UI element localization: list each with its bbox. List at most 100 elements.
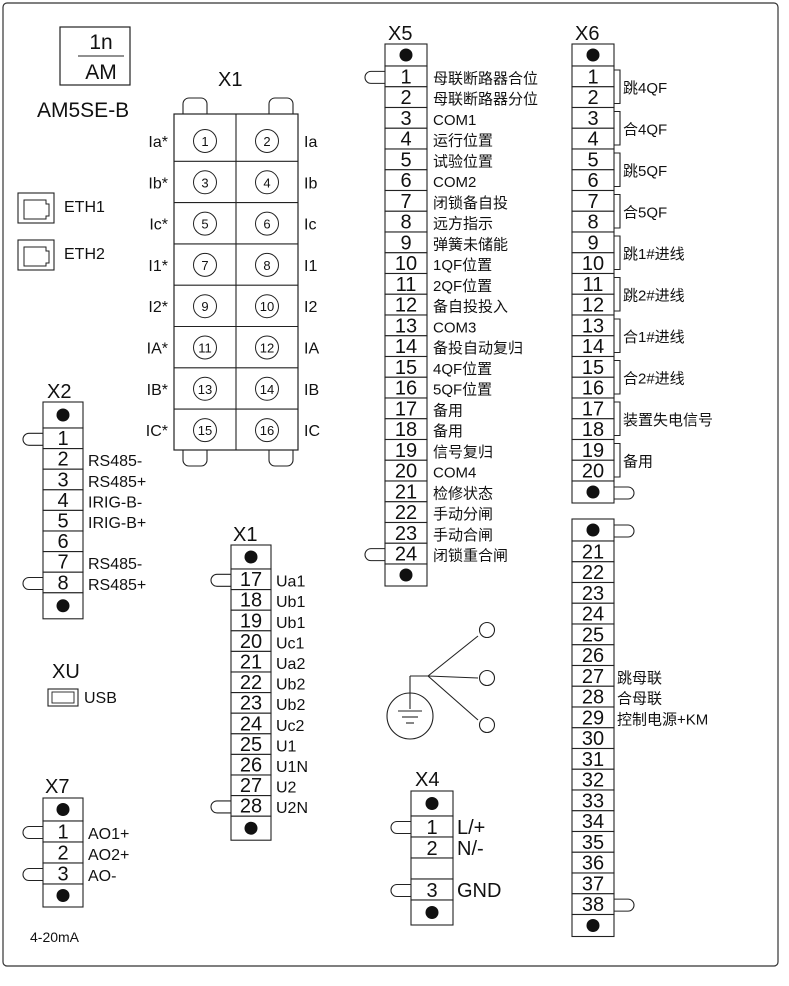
pin-label: 检修状态 [433, 485, 493, 502]
pin-label: AO- [88, 868, 116, 885]
terminal-number: 23 [240, 693, 262, 715]
group-bracket [614, 401, 621, 437]
screw-dot [244, 550, 258, 564]
pin-label: 弹簧未储能 [433, 236, 508, 253]
x5-label: X5 [388, 23, 412, 45]
pin-label: GND [457, 880, 501, 902]
terminal-circle [255, 294, 279, 319]
terminal-number: 30 [582, 728, 604, 750]
pin-label: Uc1 [276, 635, 305, 652]
pin-label: 备投自动复归 [433, 339, 523, 357]
screw-dot [56, 408, 70, 422]
pin-label: 1QF位置 [433, 257, 492, 274]
terminal-number: 19 [240, 610, 262, 632]
terminal-number: 11 [396, 274, 417, 296]
terminal-circle [193, 129, 217, 153]
terminal-number: 1 [57, 822, 68, 844]
terminal-circle [193, 294, 217, 319]
clip-tab [390, 883, 411, 898]
terminal-number: 1 [587, 66, 598, 88]
terminal-circle [255, 418, 279, 443]
terminal-number: 7 [201, 258, 208, 273]
title-bottom: AM [85, 61, 117, 84]
x7-label: X7 [45, 776, 69, 798]
clip-tab [364, 70, 385, 84]
pin-label: Ua1 [276, 574, 305, 591]
terminal-number: 9 [201, 299, 208, 314]
pin-label: RS485- [88, 453, 142, 470]
group-bracket [614, 442, 621, 478]
terminal-circle [255, 211, 279, 236]
group-label: 合4QF [623, 121, 667, 138]
group-bracket [614, 110, 621, 146]
terminal-number: 6 [263, 217, 270, 232]
terminal-number: 22 [240, 672, 262, 694]
terminal-number: 31 [582, 749, 604, 771]
clip-tab [22, 867, 43, 882]
channel-label: IC* [146, 423, 168, 440]
channel-label: IB* [147, 382, 168, 399]
clip-tab [364, 548, 385, 562]
pin-label: 合母联 [617, 691, 662, 708]
terminal-number: 21 [395, 481, 417, 503]
terminal-number: 14 [395, 336, 417, 358]
pin-label: Ub2 [276, 697, 305, 714]
pin-label: Uc2 [276, 718, 305, 735]
terminal-number: 5 [201, 217, 208, 232]
terminal-number: 8 [57, 572, 68, 594]
terminal-number: 13 [395, 315, 417, 337]
terminal-number: 24 [582, 604, 604, 626]
x2-block: X2 12345678RS485-RS485+IRIG-B-IRIG-B+RS4… [22, 381, 146, 620]
usb-icon [47, 688, 79, 707]
screw-dot [56, 803, 70, 816]
terminal-number: 3 [57, 469, 68, 491]
pin-label: COM2 [433, 174, 476, 191]
terminal-number: 18 [395, 419, 417, 441]
pin-label: U1 [276, 738, 297, 755]
terminal-number: 7 [57, 552, 68, 574]
channel-label: IA* [147, 341, 168, 358]
pin-label: N/- [457, 838, 484, 860]
terminal-number: 4 [57, 490, 68, 512]
terminal-number: 10 [260, 299, 274, 314]
terminal-cell [410, 857, 454, 880]
channel-label: Ib [304, 175, 317, 192]
clip-tab [614, 524, 635, 538]
pin-label: L/+ [457, 817, 485, 839]
pin-label: U1N [276, 759, 308, 776]
screw-dot [56, 889, 70, 902]
terminal-number: 26 [582, 645, 604, 667]
terminal-number: 4 [400, 129, 411, 151]
terminal-circle [193, 418, 217, 443]
title-box: 1n AM [59, 26, 131, 86]
terminal-number: 2 [263, 134, 270, 149]
group-bracket [614, 69, 621, 105]
terminal-number: 12 [260, 341, 274, 356]
terminal-number: 33 [582, 790, 604, 812]
terminal-number: 15 [582, 357, 604, 379]
pin-label: 母联断路器分位 [433, 91, 538, 108]
terminal-number: 10 [395, 253, 417, 275]
terminal-circle [255, 170, 279, 195]
pin-label: AO2+ [88, 847, 129, 864]
terminal-number: 32 [582, 770, 604, 792]
terminal-number: 27 [582, 666, 604, 688]
terminal-number: 2 [587, 87, 598, 109]
terminal-number: 7 [400, 191, 411, 213]
terminal-circle [255, 376, 279, 401]
terminal-number: 1 [201, 134, 208, 149]
terminal-number: 16 [260, 423, 274, 438]
terminal-number: 5 [57, 511, 68, 533]
group-bracket [614, 276, 621, 312]
screw-dot [399, 48, 413, 62]
terminal-circle [255, 335, 279, 360]
terminal-number: 29 [582, 707, 604, 729]
terminal-number: 5 [587, 149, 598, 171]
terminal-number: 3 [426, 880, 437, 902]
terminal-number: 35 [582, 832, 604, 854]
channel-label: Ia [304, 134, 317, 151]
clip-tab [614, 486, 635, 500]
terminal-number: 15 [395, 357, 417, 379]
pin-label: COM4 [433, 465, 476, 482]
